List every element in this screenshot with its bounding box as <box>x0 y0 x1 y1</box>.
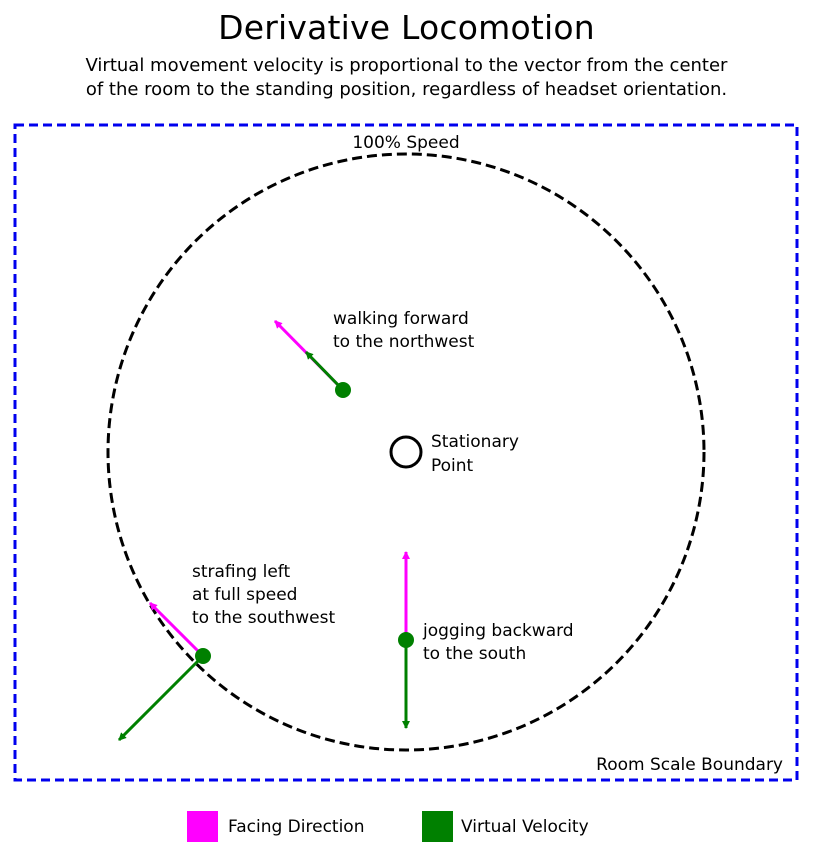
caption-line-3: to the southwest <box>192 608 335 628</box>
standing-position <box>398 632 414 648</box>
standing-position <box>195 648 211 664</box>
stationary-point <box>389 435 423 469</box>
subtitle-line-2: of the room to the standing position, re… <box>85 79 728 100</box>
stationary-label-line-2: Point <box>431 456 474 476</box>
room-boundary <box>13 123 799 782</box>
example-strafing-left: strafing left at full speed to the south… <box>117 562 335 742</box>
room-boundary-label: Room Scale Boundary <box>596 755 783 775</box>
caption-line-2: to the northwest <box>333 332 475 352</box>
diagram-title: Derivative Locomotion <box>218 8 595 47</box>
stationary-point-label: Stationary Point <box>431 432 524 476</box>
velocity-arrow <box>117 654 205 742</box>
velocity-arrow <box>304 350 345 392</box>
example-caption: strafing left at full speed to the south… <box>192 562 335 628</box>
caption-line-1: strafing left <box>192 562 290 582</box>
standing-position <box>335 382 351 398</box>
speed-circle <box>106 152 706 752</box>
legend-swatch-facing <box>187 811 218 842</box>
speed-circle-label: 100% Speed <box>352 133 459 153</box>
facing-arrow <box>148 601 205 658</box>
caption-line-2: to the south <box>423 644 526 664</box>
subtitle-line-1: Virtual movement velocity is proportiona… <box>85 55 728 76</box>
legend-label-facing: Facing Direction <box>228 817 364 837</box>
legend-label-velocity: Virtual Velocity <box>461 817 589 837</box>
legend-swatch-velocity <box>422 811 453 842</box>
example-caption: jogging backward to the south <box>422 621 579 664</box>
stationary-label-line-1: Stationary <box>431 432 519 452</box>
caption-line-1: walking forward <box>333 309 469 329</box>
caption-line-1: jogging backward <box>422 621 574 641</box>
example-caption: walking forward to the northwest <box>333 309 475 352</box>
example-walking-forward: walking forward to the northwest <box>273 309 475 398</box>
legend: Facing Direction Virtual Velocity <box>187 811 589 842</box>
example-jogging-backward: jogging backward to the south <box>398 551 579 729</box>
caption-line-2: at full speed <box>192 585 297 605</box>
diagram-subtitle: Virtual movement velocity is proportiona… <box>0 54 813 102</box>
